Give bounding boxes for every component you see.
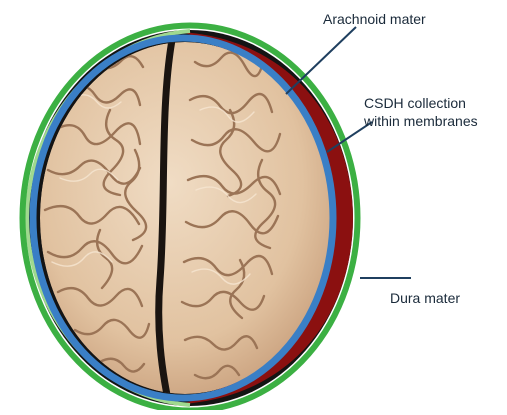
- csdh-label-line1: CSDH collection: [364, 94, 478, 112]
- arachnoid-pointer: [286, 27, 356, 94]
- arachnoid-mater-label: Arachnoid mater: [323, 10, 426, 28]
- csdh-collection-label: CSDH collection within membranes: [364, 94, 478, 130]
- dura-mater-label: Dura mater: [390, 289, 460, 307]
- csdh-label-line2: within membranes: [364, 112, 478, 130]
